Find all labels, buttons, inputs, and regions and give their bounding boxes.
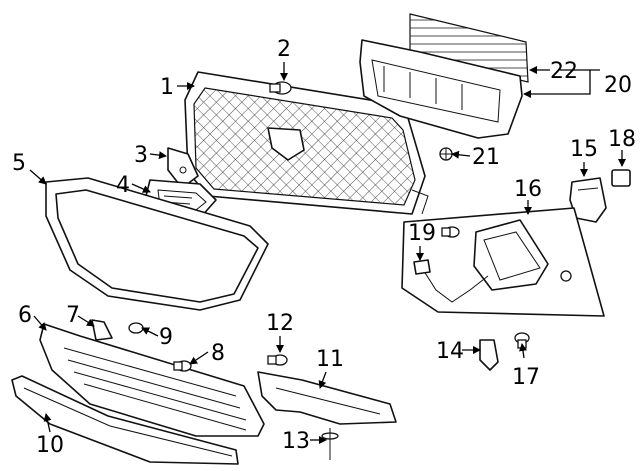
part-20-grille-bracket xyxy=(359,39,523,139)
callout-labels: 1 2 3 4 5 6 7 8 9 10 11 12 13 14 15 16 1… xyxy=(12,37,636,458)
part-21-clip xyxy=(439,147,453,161)
part-5-grille-surround xyxy=(45,177,269,311)
callout-5: 5 xyxy=(12,151,26,176)
part-2-screw xyxy=(269,81,292,95)
part-8-bolt xyxy=(173,360,192,372)
callout-17: 17 xyxy=(512,365,540,390)
part-11-deflector xyxy=(257,371,397,425)
callout-21: 21 xyxy=(472,145,500,170)
callout-2: 2 xyxy=(277,37,291,62)
part-18-bracket xyxy=(611,169,631,187)
part-1-upper-grille xyxy=(184,71,429,215)
callout-20: 20 xyxy=(604,73,632,98)
callout-16: 16 xyxy=(514,177,542,202)
callout-7: 7 xyxy=(66,303,80,328)
part-12-bolt xyxy=(267,354,288,366)
part-9-clip xyxy=(128,322,144,334)
part-3-bracket xyxy=(167,147,199,189)
callout-15: 15 xyxy=(570,137,598,162)
callout-19: 19 xyxy=(408,221,436,246)
part-16-assembly-box xyxy=(401,207,605,317)
callout-6: 6 xyxy=(18,303,32,328)
part-13-pin xyxy=(321,428,339,460)
part-10-lower-strip xyxy=(11,375,239,465)
callout-12: 12 xyxy=(266,311,294,336)
callout-4: 4 xyxy=(116,173,130,198)
leader-lines xyxy=(29,62,626,444)
callout-11: 11 xyxy=(316,347,344,372)
callout-18: 18 xyxy=(608,127,636,152)
callout-10: 10 xyxy=(36,433,64,458)
callout-14: 14 xyxy=(436,339,464,364)
part-7-bracket xyxy=(91,319,113,341)
callout-22: 22 xyxy=(550,59,578,84)
callout-3: 3 xyxy=(134,143,148,168)
part-22-slats xyxy=(409,13,529,83)
callout-8: 8 xyxy=(211,341,225,366)
callout-1: 1 xyxy=(160,75,174,100)
part-14-bracket xyxy=(479,339,499,371)
callout-9: 9 xyxy=(159,325,173,350)
part-6-lower-grille xyxy=(39,323,265,437)
part-15-sensor xyxy=(569,177,607,223)
callout-13: 13 xyxy=(282,429,310,454)
